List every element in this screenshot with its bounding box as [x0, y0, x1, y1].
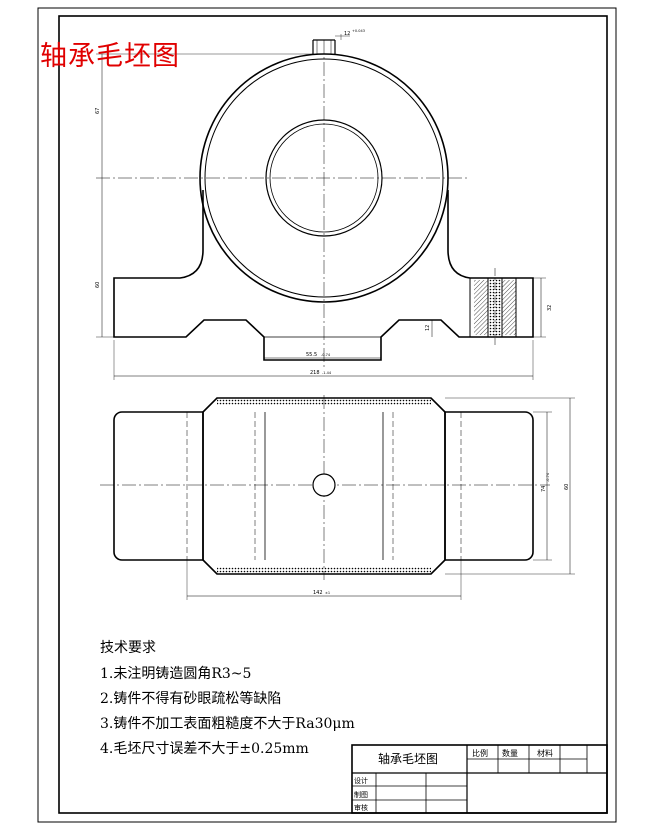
title-block-material: 材料	[537, 748, 553, 758]
inner-border	[58, 15, 608, 814]
dim-hole-top: 12	[344, 31, 350, 37]
title-block-qty: 数量	[502, 748, 518, 758]
title-block-name: 轴承毛坯图	[378, 751, 438, 766]
dim-plan-bottom-tol: ±1	[325, 591, 330, 595]
dim-bottom-inner: 55.5	[306, 352, 317, 358]
tech-requirement-2: 2.铸件不得有砂眼疏松等缺陷	[100, 691, 282, 707]
dim-bottom-inner-tol: -0.74	[321, 353, 331, 357]
watermark-title: 轴承毛坯图	[40, 41, 180, 72]
dim-left-upper: 67	[95, 108, 101, 114]
dim-plan-right-inner: 74	[541, 486, 547, 492]
tech-requirement-4: 4.毛坯尺寸误差不大于±0.25mm	[100, 741, 309, 757]
dim-right-small: 32	[547, 305, 553, 311]
tech-requirements-title: 技术要求	[100, 640, 156, 656]
plan-view	[100, 395, 575, 600]
tech-requirement-3: 3.铸件不加工表面粗糙度不大于Ra30μm	[100, 716, 355, 732]
title-block-designer: 设计	[354, 776, 368, 785]
dim-plan-right-inner-tol: -0.74	[546, 472, 550, 482]
dim-plan-right-outer: 60	[564, 484, 570, 490]
dim-hole-tol: +0.043	[352, 29, 365, 33]
dim-left-lower: 60	[95, 282, 101, 288]
dim-bottom-overall: 218	[310, 370, 320, 376]
dim-plan-bottom: 142	[313, 590, 323, 596]
title-block-drawer: 制图	[354, 790, 368, 799]
tech-requirement-1: 1.未注明铸造圆角R3~5	[100, 666, 252, 682]
outer-border	[37, 7, 617, 823]
title-block-reviewer: 审核	[354, 803, 368, 812]
dim-base-step: 12	[425, 325, 431, 331]
title-block-scale: 比例	[472, 748, 488, 758]
title-block	[351, 744, 608, 814]
dim-bottom-overall-tol: -1.44	[322, 371, 332, 375]
front-view	[96, 34, 546, 380]
